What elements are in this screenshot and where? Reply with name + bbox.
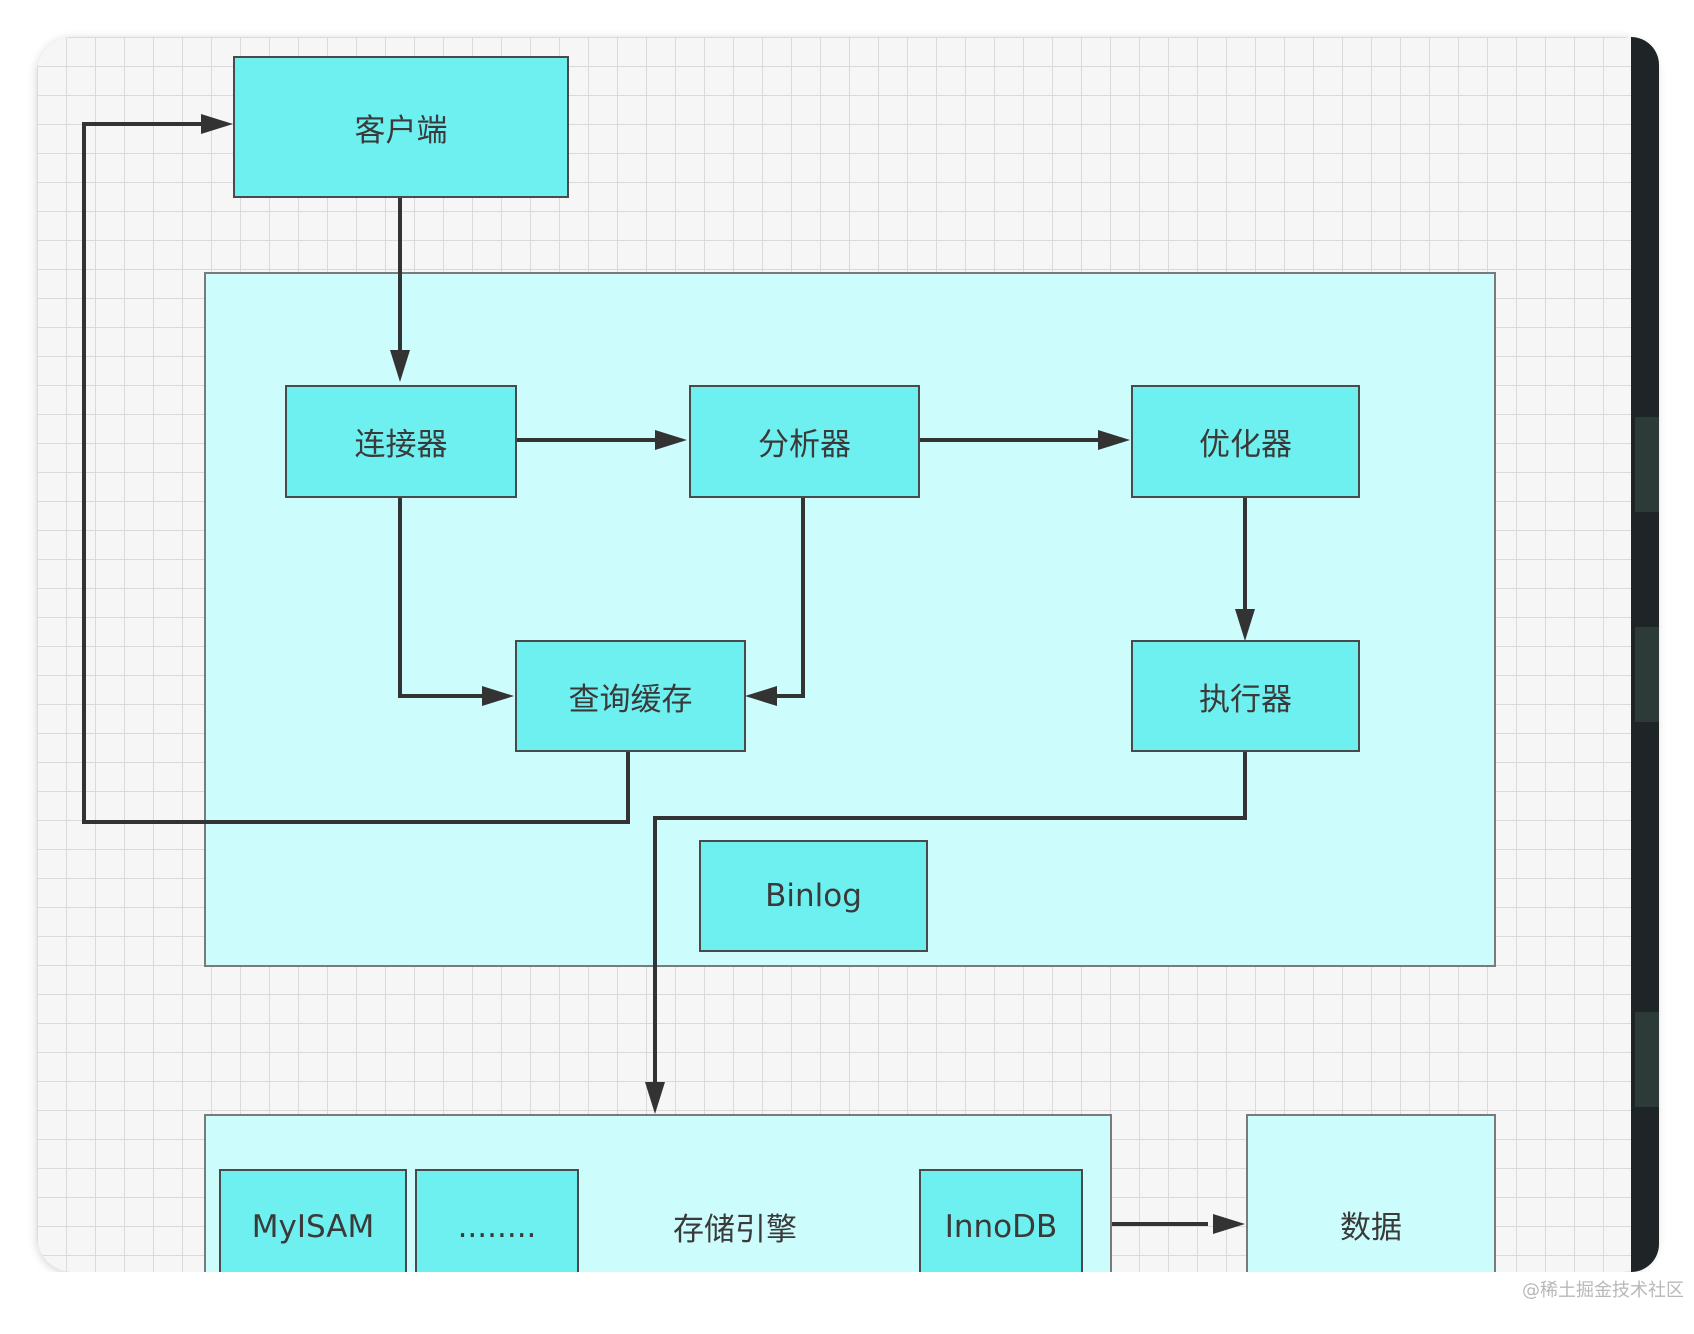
node-ellipsis-label: ........ [457,1208,537,1245]
node-optimizer: 优化器 [1131,385,1360,498]
side-panel-edge [1631,37,1659,1272]
arrowhead [482,686,514,706]
arrowhead [645,1082,665,1114]
node-myisam-label: MyISAM [251,1208,375,1245]
node-executor: 执行器 [1131,640,1360,752]
node-query-cache-label: 查询缓存 [568,681,693,718]
node-analyzer-label: 分析器 [758,427,851,463]
node-ellipsis: ........ [415,1169,579,1284]
node-analyzer: 分析器 [689,385,920,498]
node-innodb-label: InnoDB [944,1208,1058,1245]
node-binlog: Binlog [699,840,928,952]
arrowhead [1213,1214,1245,1234]
arrowhead [745,686,777,706]
card-bottom-mask [0,1272,1694,1310]
node-myisam: MyISAM [219,1169,407,1284]
edge-analyzer-to-cache [768,498,805,698]
edge-executor-to-storage [653,752,1247,1092]
arrowhead [390,350,410,382]
arrowhead [1235,609,1255,641]
node-innodb: InnoDB [919,1169,1083,1284]
edge-cache-to-client [82,122,630,824]
edge-connector-to-cache [398,498,492,698]
node-connector: 连接器 [285,385,517,498]
node-client: 客户端 [233,56,569,198]
node-connector-label: 连接器 [354,427,448,463]
arrowhead [201,114,233,134]
node-binlog-label: Binlog [765,878,862,914]
arrowhead [1098,430,1130,450]
arrowhead [655,430,687,450]
data-label: 数据 [1340,1209,1402,1246]
watermark: @稀土掘金技术社区 [1522,1280,1684,1301]
node-client-label: 客户端 [354,112,448,149]
node-optimizer-label: 优化器 [1199,427,1292,463]
node-executor-label: 执行器 [1199,681,1292,718]
storage-engine-label: 存储引擎 [673,1212,797,1248]
node-query-cache: 查询缓存 [515,640,746,752]
